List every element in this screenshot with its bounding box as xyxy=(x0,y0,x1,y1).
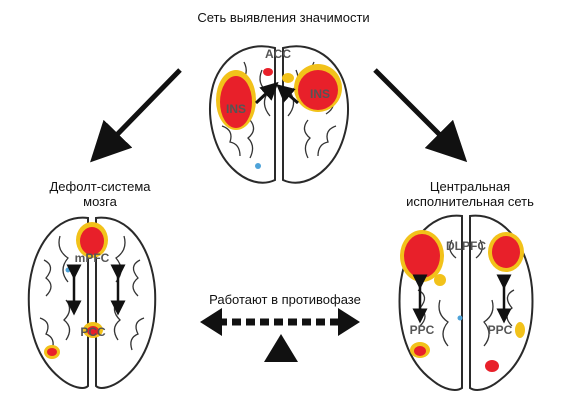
seesaw-arrow-left xyxy=(200,308,222,336)
antiphase-caption: Работают в противофазе xyxy=(209,292,361,307)
executive-title-line1: Центральная xyxy=(429,179,511,194)
activation-blobs xyxy=(216,64,342,169)
arrow-to-default-mode xyxy=(90,68,182,163)
region-label-pcc: PCC xyxy=(80,325,106,339)
arrow-to-executive xyxy=(373,68,468,163)
region-label-ins-left: INS xyxy=(226,102,246,116)
executive-title-line2: исполнительная сеть xyxy=(406,194,534,209)
region-label-acc: ACC xyxy=(265,47,291,61)
region-label-ppc-left: PPC xyxy=(410,323,435,337)
default-mode-title-line2: мозга xyxy=(83,194,117,209)
executive-brain: DLPFC PPC PPC xyxy=(398,214,534,391)
default-mode-title-line1: Дефолт-система xyxy=(49,179,151,194)
central-executive-network-title: Центральная исполнительная сеть xyxy=(385,179,555,209)
seesaw-fulcrum xyxy=(264,334,298,362)
antiphase-seesaw xyxy=(200,308,360,362)
acc-ins-arrow-left xyxy=(254,81,279,105)
mpfc-pcc-arrows xyxy=(66,264,126,316)
brain-outline xyxy=(27,216,157,389)
region-label-dlpfc: DLPFC xyxy=(446,239,486,253)
default-mode-network-title: Дефолт-система мозга xyxy=(20,179,180,209)
default-mode-brain: mPFC PCC xyxy=(27,216,157,389)
region-label-ins-right: INS xyxy=(310,87,330,101)
seesaw-arrow-right xyxy=(338,308,360,336)
acc-ins-arrow-right xyxy=(276,84,299,105)
region-label-mpfc: mPFC xyxy=(75,251,110,265)
dlpfc-ppc-arrows xyxy=(412,274,512,324)
salience-network-title: Сеть выявления значимости xyxy=(197,10,370,25)
salience-brain: ACC INS INS xyxy=(209,45,349,184)
region-label-ppc-right: PPC xyxy=(488,323,513,337)
activation-blobs xyxy=(400,230,525,372)
activation-blobs xyxy=(44,222,108,359)
